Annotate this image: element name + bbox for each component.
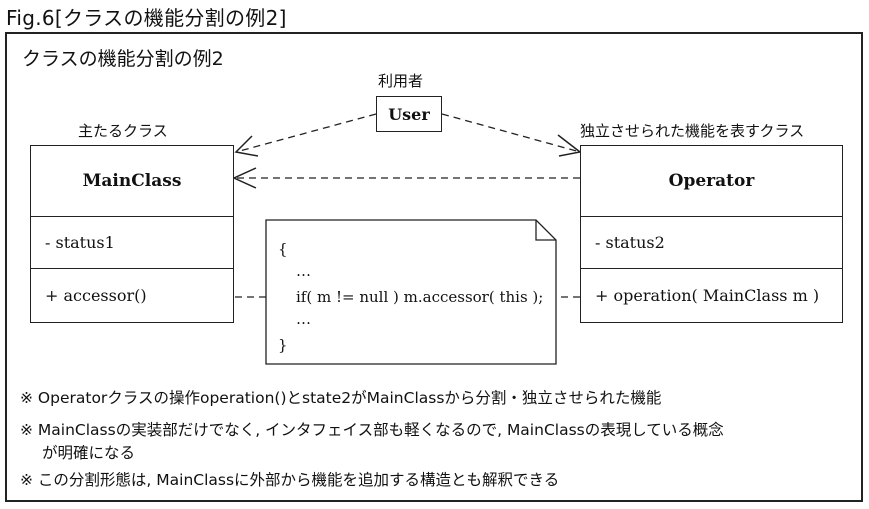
note-line: … [296, 310, 311, 328]
user-to-operator-arrowhead [557, 134, 582, 157]
operator-caption: 独立させられた機能を表すクラス [580, 122, 805, 140]
footnote: ※ Operatorクラスの操作operation()とstate2がMainC… [20, 389, 662, 407]
note-line: if( m != null ) m.accessor( this ); [296, 288, 544, 306]
footnote-continuation: が明確になる [42, 444, 136, 462]
mainclass-operation: + accessor() [45, 286, 147, 305]
mainclass-box: MainClass - status1 + accessor() [30, 145, 234, 323]
code-note-shape [265, 219, 557, 365]
actor-name: User [388, 104, 430, 124]
note-line: { [278, 240, 288, 258]
note-line: … [296, 262, 311, 280]
operator-box: Operator - status2 + operation( MainClas… [580, 145, 843, 323]
operator-to-mainclass-arrowhead [232, 167, 257, 189]
code-note-fold [535, 220, 556, 241]
operator-attribute: - status2 [581, 216, 842, 269]
footnote: ※ この分割形態は, MainClassに外部から機能を追加する構造とも解釈でき… [20, 471, 560, 489]
user-to-mainclass-dependency [235, 113, 377, 153]
figure-title: Fig.6[クラスの機能分割の例2] [6, 6, 287, 30]
mainclass-attribute: - status1 [31, 216, 233, 269]
footnote: ※ MainClassの実装部だけでなく, インタフェイス部も軽くなるので, M… [20, 421, 724, 439]
user-to-mainclass-arrowhead [234, 135, 259, 157]
operator-name: Operator [581, 146, 842, 217]
actor-user-box: User [376, 96, 442, 132]
mainclass-caption: 主たるクラス [78, 122, 168, 140]
mainclass-name: MainClass [31, 146, 233, 217]
diagram-frame [5, 32, 863, 502]
operator-operation: + operation( MainClass m ) [595, 286, 820, 305]
diagram-title: クラスの機能分割の例2 [22, 48, 224, 70]
note-line: } [278, 336, 288, 354]
actor-caption: 利用者 [378, 72, 424, 90]
user-to-operator-dependency [441, 113, 581, 153]
